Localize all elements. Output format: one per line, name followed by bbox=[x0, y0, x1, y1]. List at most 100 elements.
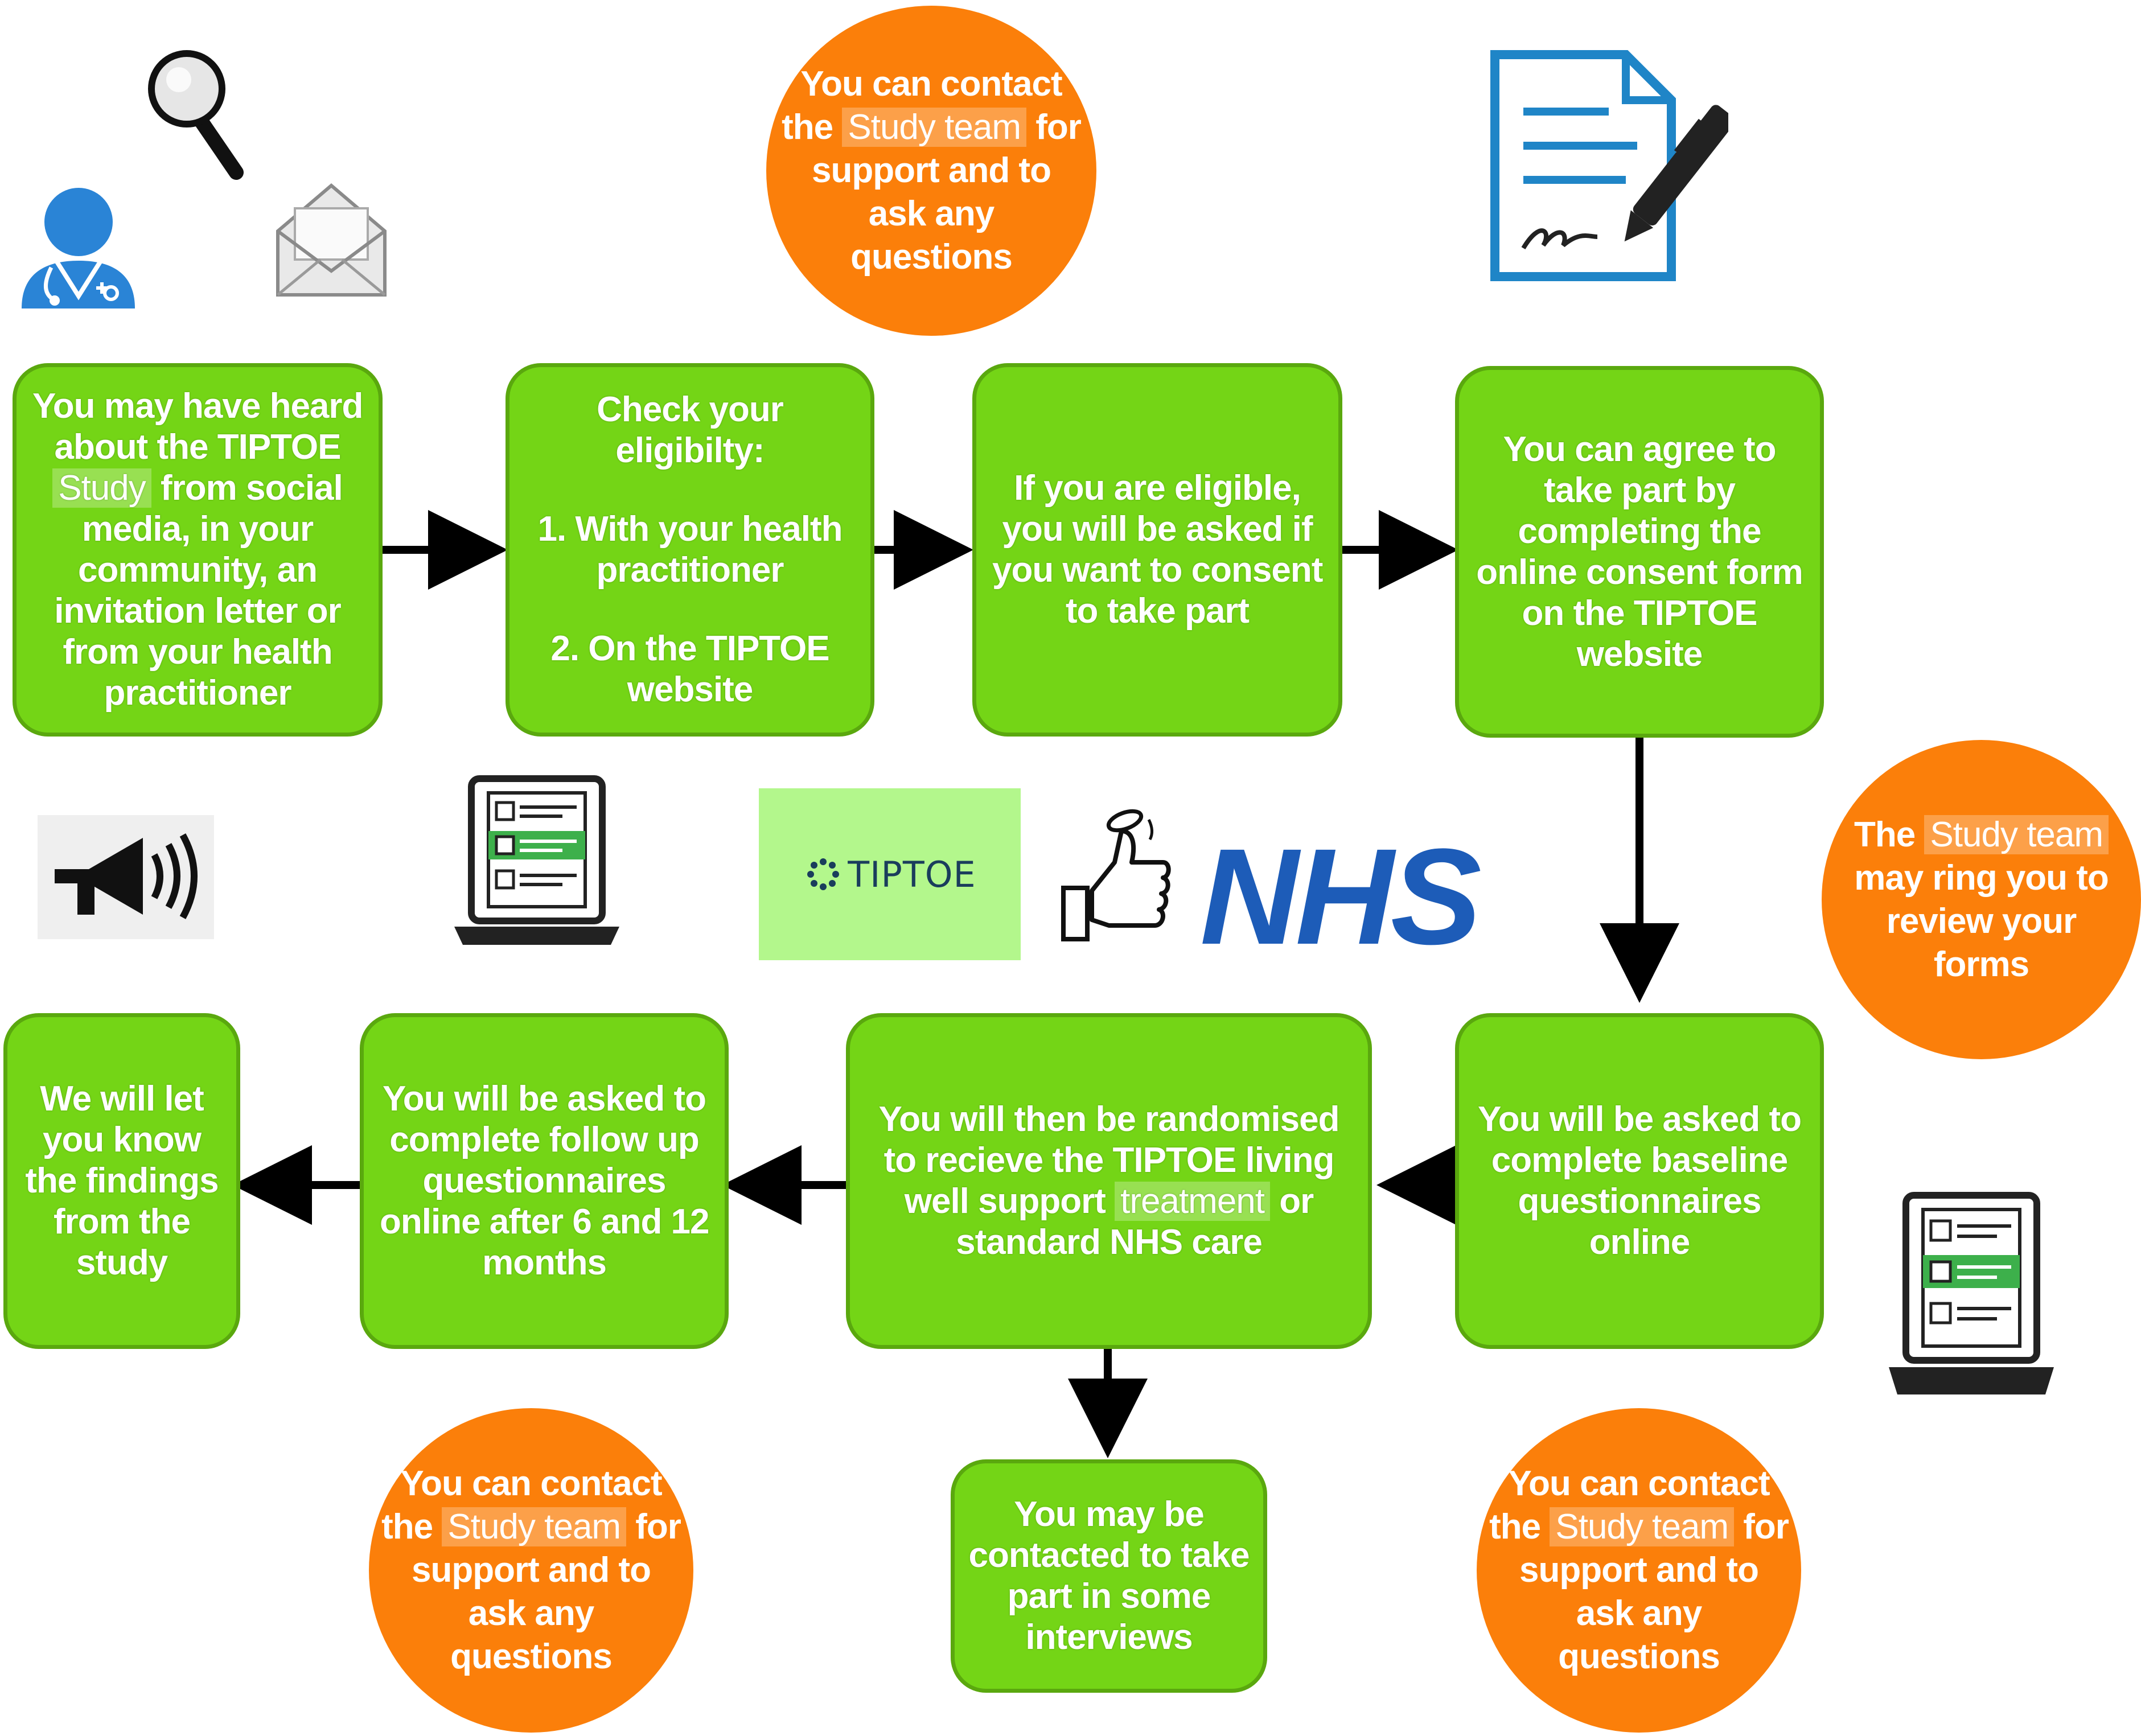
step9-line: contacted to take bbox=[968, 1536, 1250, 1575]
step6-line: to recieve the TIPTOE living bbox=[883, 1141, 1335, 1180]
contact-circle-bottom-right: You can contact the Study team for suppo… bbox=[1477, 1408, 1801, 1733]
step7-line: months bbox=[482, 1243, 607, 1282]
step-baseline-questionnaires: You will be asked to complete baseline q… bbox=[1455, 1013, 1824, 1349]
contact-line: the bbox=[381, 1507, 433, 1546]
contact-line: ask any bbox=[1576, 1594, 1703, 1633]
review-line: review your bbox=[1886, 901, 2077, 941]
step4-line: You can agree to bbox=[1503, 429, 1777, 469]
step-randomised: You will then be randomised to recieve t… bbox=[846, 1013, 1372, 1349]
step4-line: take part by bbox=[1543, 470, 1736, 510]
contact-line: support and to bbox=[1519, 1550, 1759, 1590]
step8-line: you know bbox=[43, 1120, 202, 1159]
study-team-highlight: Study team bbox=[1550, 1507, 1734, 1546]
step5-line: questionnaires bbox=[1518, 1182, 1762, 1221]
review-line: may ring you to bbox=[1854, 858, 2109, 898]
step1-line: practitioner bbox=[104, 673, 291, 713]
step-interviews: You may be contacted to take part in som… bbox=[951, 1459, 1267, 1693]
step1-line: from social bbox=[161, 468, 343, 508]
review-line: The bbox=[1854, 814, 1916, 854]
step6-line: standard NHS care bbox=[956, 1223, 1263, 1262]
step7-line: online after 6 and 12 bbox=[380, 1202, 710, 1241]
step-online-consent: You can agree to take part by completing… bbox=[1455, 366, 1824, 738]
megaphone-icon bbox=[38, 815, 214, 939]
step-follow-up-questionnaires: You will be asked to complete follow up … bbox=[360, 1013, 729, 1349]
step8-line: from the bbox=[54, 1202, 191, 1241]
step7-line: You will be asked to bbox=[383, 1079, 706, 1118]
step3-line: If you are eligible, bbox=[1014, 468, 1301, 508]
step4-line: completing the bbox=[1518, 511, 1762, 551]
step1-line: from your health bbox=[63, 632, 332, 672]
step4-line: online consent form bbox=[1476, 552, 1803, 592]
step9-line: part in some bbox=[1007, 1577, 1211, 1616]
magnifier-icon bbox=[148, 50, 244, 180]
step2-line: 2. On the TIPTOE bbox=[550, 629, 829, 668]
contact-line: support and to bbox=[412, 1550, 651, 1590]
step-check-eligibility: Check your eligibilty: 1. With your heal… bbox=[506, 363, 874, 737]
step2-line: eligibilty: bbox=[615, 431, 765, 470]
step2-line: 1. With your health bbox=[537, 509, 843, 549]
laptop-checklist-icon bbox=[1889, 1192, 2054, 1394]
step5-line: complete baseline bbox=[1491, 1141, 1789, 1180]
step8-line: study bbox=[76, 1243, 168, 1282]
step6-line: You will then be randomised bbox=[878, 1100, 1340, 1139]
contact-line: You can contact bbox=[400, 1464, 662, 1503]
contact-circle-bottom-left: You can contact the Study team for suppo… bbox=[369, 1408, 693, 1733]
step3-line: to take part bbox=[1065, 591, 1250, 631]
step-consent-question: If you are eligible, you will be asked i… bbox=[972, 363, 1342, 737]
review-forms-circle: The Study team may ring you to review yo… bbox=[1822, 740, 2141, 1059]
laptop-checklist-icon bbox=[454, 775, 619, 945]
step1-line: community, an bbox=[78, 550, 318, 590]
step6-line: well support bbox=[904, 1182, 1106, 1221]
step3-line: you will be asked if bbox=[1002, 509, 1313, 549]
contact-line: for bbox=[1035, 108, 1082, 147]
thumbs-up-coin-icon bbox=[1061, 809, 1171, 941]
contact-line: the bbox=[782, 108, 833, 147]
study-highlight: Study bbox=[52, 468, 151, 508]
contact-line: questions bbox=[850, 237, 1013, 277]
contact-line: for bbox=[1743, 1507, 1789, 1546]
step2-line: practitioner bbox=[596, 550, 784, 590]
review-line: forms bbox=[1933, 944, 2029, 984]
step4-line: on the TIPTOE bbox=[1522, 593, 1758, 633]
step7-line: questionnaires bbox=[422, 1161, 667, 1200]
contact-line: support and to bbox=[812, 151, 1051, 190]
step-heard-about-study: You may have heard about the TIPTOE Stud… bbox=[13, 363, 383, 737]
contact-line: the bbox=[1489, 1507, 1541, 1546]
step6-line: or bbox=[1279, 1182, 1314, 1221]
tiptoe-logo: TIPTOE bbox=[759, 788, 1021, 960]
step1-line: about the TIPTOE bbox=[54, 427, 342, 467]
document-signature-icon bbox=[1490, 50, 1728, 281]
contact-line: questions bbox=[1558, 1637, 1720, 1676]
treatment-highlight: treatment bbox=[1115, 1182, 1271, 1221]
step2-line: website bbox=[627, 670, 753, 709]
contact-line: questions bbox=[450, 1637, 613, 1676]
step1-line: You may have heard bbox=[32, 386, 363, 426]
nhs-logo: NHS bbox=[1200, 820, 1482, 973]
tiptoe-flower-icon bbox=[807, 858, 840, 890]
contact-line: ask any bbox=[468, 1594, 595, 1633]
step5-line: You will be asked to bbox=[1478, 1100, 1802, 1139]
step7-line: complete follow up bbox=[389, 1120, 699, 1159]
contact-line: You can contact bbox=[1508, 1464, 1770, 1503]
envelope-icon bbox=[276, 183, 387, 297]
contact-line: ask any bbox=[868, 194, 995, 233]
contact-line: for bbox=[635, 1507, 681, 1546]
step5-line: online bbox=[1589, 1223, 1691, 1262]
study-team-highlight: Study team bbox=[842, 108, 1026, 147]
contact-circle-top: You can contact the Study team for suppo… bbox=[766, 6, 1096, 336]
step-findings: We will let you know the findings from t… bbox=[3, 1013, 240, 1349]
step1-line: invitation letter or bbox=[54, 591, 342, 631]
doctor-icon bbox=[22, 188, 135, 308]
tiptoe-logo-text: TIPTOE bbox=[848, 853, 976, 895]
step9-line: interviews bbox=[1025, 1618, 1193, 1657]
step8-line: the findings bbox=[25, 1161, 219, 1200]
step2-line: Check your bbox=[597, 390, 784, 429]
study-team-highlight: Study team bbox=[1924, 814, 2109, 854]
step8-line: We will let bbox=[40, 1079, 204, 1118]
step3-line: you want to consent bbox=[992, 550, 1323, 590]
contact-line: You can contact bbox=[800, 64, 1062, 104]
study-team-highlight: Study team bbox=[442, 1507, 626, 1546]
step1-line: media, in your bbox=[81, 509, 314, 549]
step4-line: website bbox=[1576, 634, 1703, 674]
